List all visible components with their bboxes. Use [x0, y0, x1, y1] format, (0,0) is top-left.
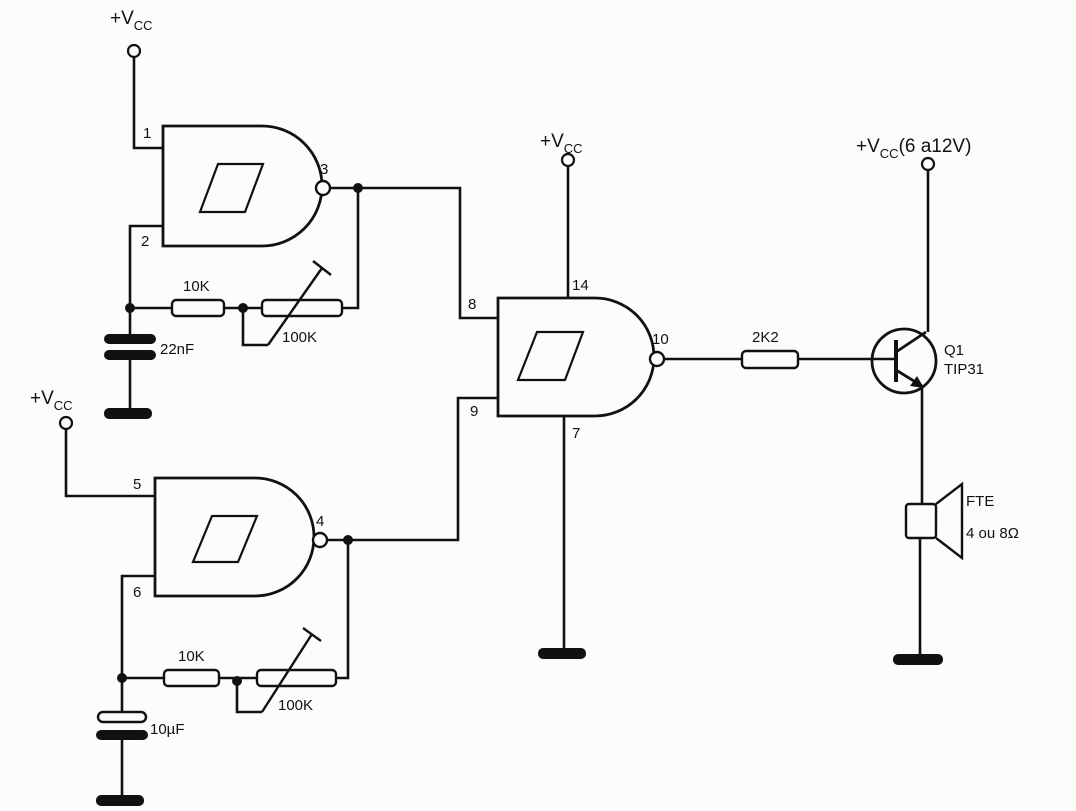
transistor-ref: Q1: [944, 342, 964, 359]
nand-gate-2: [153, 476, 329, 598]
gate1-pin-3: 3: [320, 161, 328, 178]
transistor-q1: [870, 327, 938, 395]
trimmer-100k-osc2: [255, 668, 338, 688]
capacitor-22nf: [104, 334, 156, 344]
ground-symbol: [538, 648, 586, 659]
gate3-pin-7: 7: [572, 425, 580, 442]
capacitor-10uf: [96, 710, 148, 724]
speaker-ref: FTE: [966, 493, 994, 510]
inverter-bubble: [648, 350, 666, 368]
speaker-fte: [904, 481, 964, 561]
ground-symbol: [104, 408, 152, 419]
osc1-resistor-label: 10K: [183, 278, 210, 295]
inverter-bubble: [311, 531, 329, 549]
vcc-terminal-gate1: [126, 43, 142, 59]
vcc-label-output: +VCC(6 a12V): [856, 136, 971, 161]
gate3-pin-14: 14: [572, 277, 589, 294]
schmitt-symbol: [198, 162, 265, 214]
trimmer-100k-osc1: [260, 298, 344, 318]
vcc-terminal-gate3: [560, 152, 576, 168]
inverter-bubble: [314, 179, 332, 197]
osc1-trimmer-label: 100K: [282, 329, 317, 346]
ground-symbol: [893, 654, 943, 665]
schmitt-symbol: [516, 330, 585, 382]
gate2-pin-6: 6: [133, 584, 141, 601]
osc1-capacitor-label: 22nF: [160, 341, 194, 358]
osc2-capacitor-label: 10µF: [150, 721, 185, 738]
speaker-impedance: 4 ou 8Ω: [966, 525, 1019, 542]
resistor-10k-osc1: [170, 298, 226, 318]
transistor-part: TIP31: [944, 361, 984, 378]
ground-symbol: [96, 795, 144, 806]
schmitt-symbol: [191, 514, 259, 564]
gate3-pin-10: 10: [652, 331, 669, 348]
gate2-pin-4: 4: [316, 513, 324, 530]
osc2-resistor-label: 10K: [178, 648, 205, 665]
osc2-trimmer-label: 100K: [278, 697, 313, 714]
gate1-pin-2: 2: [141, 233, 149, 250]
gate2-pin-5: 5: [133, 476, 141, 493]
base-resistor-label: 2K2: [752, 329, 779, 346]
resistor-10k-osc2: [162, 668, 221, 688]
gate1-pin-1: 1: [143, 125, 151, 142]
nand-gate-1: [161, 124, 332, 248]
vcc-label-gate1: +VCC: [110, 8, 153, 33]
vcc-label-gate3: +VCC: [540, 131, 583, 156]
vcc-label-gate2: +VCC: [30, 388, 73, 413]
gate3-pin-9: 9: [470, 403, 478, 420]
vcc-terminal-output: [920, 156, 936, 172]
resistor-2k2: [740, 349, 800, 370]
vcc-terminal-gate2: [58, 415, 74, 431]
nand-gate-3: [496, 296, 666, 418]
gate3-pin-8: 8: [468, 296, 476, 313]
